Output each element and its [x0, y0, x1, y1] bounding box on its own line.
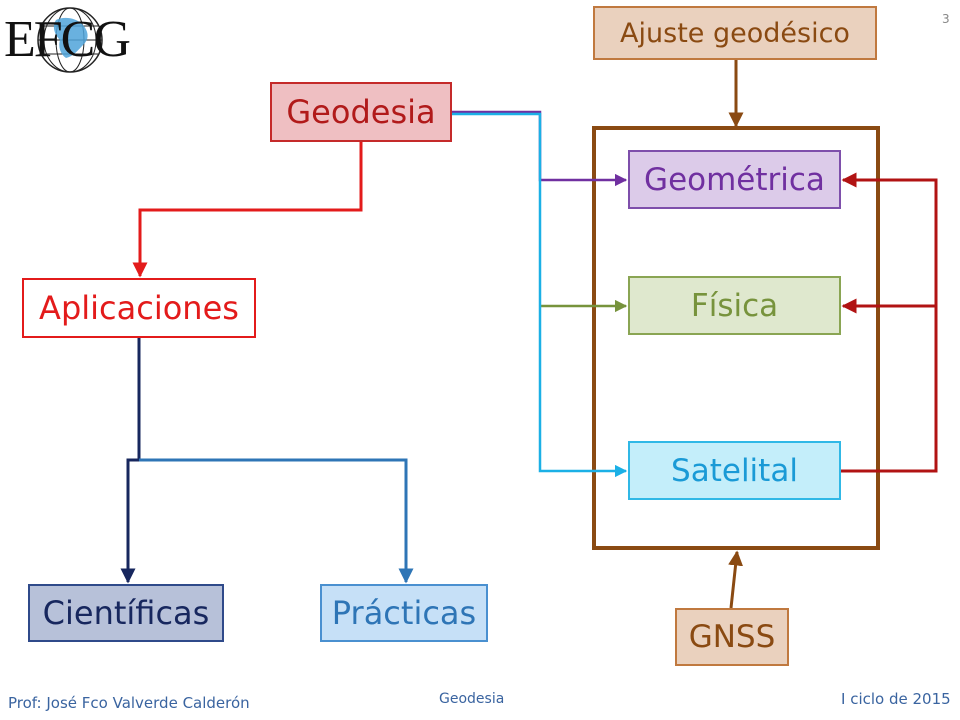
node-fisica: Física	[628, 276, 841, 335]
aplicaciones-to-cientificas-arrow	[120, 338, 141, 584]
methods-frame	[592, 126, 880, 550]
footer-author: Prof: José Fco Valverde Calderón	[8, 694, 250, 712]
satelital-to-geometrica-arrow	[841, 172, 938, 473]
footer-term: I ciclo de 2015	[841, 690, 951, 708]
efcg-logo: EFCG	[4, 2, 134, 78]
node-aplicaciones: Aplicaciones	[22, 278, 256, 338]
aplicaciones-to-practicas-arrow	[139, 458, 414, 584]
node-geometrica: Geométrica	[628, 150, 841, 209]
footer-course: Geodesia	[439, 691, 505, 707]
slide-number: 3	[942, 12, 950, 26]
node-practicas: Prácticas	[320, 584, 488, 642]
node-gnss: GNSS	[675, 608, 789, 666]
logo-text: EFCG	[4, 11, 131, 68]
node-geodesia: Geodesia	[270, 82, 452, 142]
node-ajuste-geodesico: Ajuste geodésico	[593, 6, 877, 60]
geodesia-to-aplicaciones-arrow	[132, 142, 363, 278]
globe-icon	[37, 7, 103, 73]
node-cientificas: Científicas	[28, 584, 224, 642]
geodesia-to-satelital-arrow	[452, 112, 628, 478]
gnss-to-frame-arrow	[728, 550, 744, 609]
node-satelital: Satelital	[628, 441, 841, 500]
